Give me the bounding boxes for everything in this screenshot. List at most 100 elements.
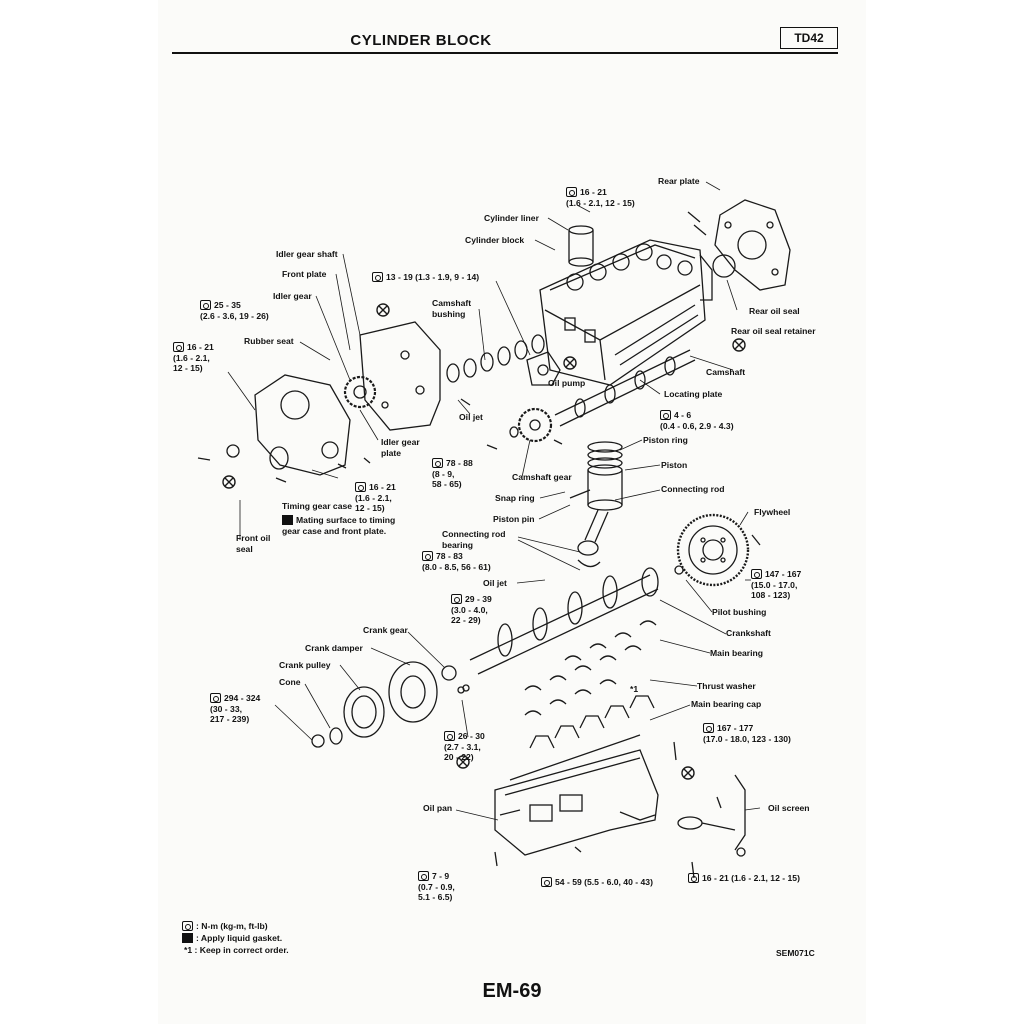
label-torque-drain: 54 - 59 (5.5 - 6.0, 40 - 43) [541, 877, 653, 888]
oil-screen-drawing [677, 774, 746, 857]
idler-gear-drawing [343, 375, 377, 409]
front-plate-drawing [359, 321, 441, 431]
label-torque-gear: 26 - 30 (2.7 - 3.1, 20 - 22) [444, 731, 485, 762]
torque-icon [688, 873, 699, 883]
main-bearing-caps-drawing [509, 695, 655, 781]
label-torque-screen: 16 - 21 (1.6 - 2.1, 12 - 15) [688, 873, 800, 884]
label-torque-conrod: 78 - 83 (8.0 - 8.5, 56 - 61) [422, 551, 491, 572]
do-not-reuse-marks [222, 303, 746, 780]
torque-icon [751, 569, 762, 579]
page-title: CYLINDER BLOCK [350, 32, 492, 49]
torque-icon [566, 187, 577, 197]
connecting-rod-drawing [569, 489, 609, 568]
label-rear-oil-seal: Rear oil seal [749, 306, 800, 316]
label-cylinder-block: Cylinder block [465, 235, 525, 245]
engine-code-badge: TD42 [780, 27, 838, 49]
label-main-bearing-cap: Main bearing cap [691, 699, 762, 709]
camshaft-gear-drawing [509, 407, 553, 443]
torque-icon [703, 723, 714, 733]
label-torque-locating: 4 - 6 (0.4 - 0.6, 2.9 - 4.3) [660, 410, 734, 431]
rear-plate-drawing [699, 199, 791, 301]
torque-icon [200, 300, 211, 310]
label-piston-pin: Piston pin [493, 514, 535, 524]
label-piston-ring: Piston ring [643, 435, 688, 445]
label-torque-idler: 25 - 35 (2.6 - 3.6, 19 - 26) [200, 300, 269, 321]
label-crank-gear: Crank gear [363, 625, 408, 635]
torque-icon [372, 272, 383, 282]
torque-icon [210, 693, 221, 703]
label-connecting-rod: Connecting rod [661, 484, 725, 494]
torque-icon [451, 594, 462, 604]
torque-icon [418, 871, 429, 881]
label-camshaft: Camshaft [706, 367, 746, 377]
main-bearings-drawing [524, 620, 657, 716]
torque-icon [173, 342, 184, 352]
torque-icon [422, 551, 433, 561]
label-torque-front-plate: 13 - 19 (1.3 - 1.9, 9 - 14) [372, 272, 479, 283]
label-pilot-bushing: Pilot bushing [712, 607, 767, 617]
camshaft-bushings-drawing [446, 334, 545, 383]
manual-page [158, 0, 866, 1024]
label-rear-plate: Rear plate [658, 176, 700, 186]
label-torque-rear-plate: 16 - 21 (1.6 - 2.1, 12 - 15) [566, 187, 635, 208]
label-oil-jet-lower: Oil jet [483, 578, 507, 588]
label-mating-surface: Mating surface to timing gear case and f… [282, 515, 396, 536]
label-crank-damper: Crank damper [305, 643, 363, 653]
label-torque-pulley: 294 - 324 (30 - 33, 217 - 239) [210, 693, 261, 724]
label-front-oil-seal: Front oil seal [236, 533, 271, 554]
label-torque-pan: 7 - 9 (0.7 - 0.9, 5.1 - 6.5) [418, 871, 455, 902]
flywheel-drawing [676, 513, 761, 587]
label-torque-oiljet: 29 - 39 (3.0 - 4.0, 22 - 29) [451, 594, 492, 625]
torque-icon [432, 458, 443, 468]
legend-order: *1 : Keep in correct order. [184, 945, 289, 955]
figure-ref-code: SEM071C [776, 948, 815, 958]
legend-torque: : N-m (kg-m, ft-lb) [182, 921, 268, 932]
oil-pan-drawing [494, 749, 659, 856]
label-oil-screen: Oil screen [768, 803, 810, 813]
label-camshaft-bushing: Camshaft bushing [432, 298, 472, 319]
label-idler-gear-plate: Idler gear plate [381, 437, 420, 458]
gasket-icon [182, 933, 193, 943]
label-rear-oil-seal-retainer: Rear oil seal retainer [731, 326, 816, 336]
label-cone: Cone [279, 677, 301, 687]
piston-drawing [587, 441, 623, 511]
label-idler-gear-shaft: Idler gear shaft [276, 249, 338, 259]
label-front-plate: Front plate [282, 269, 327, 279]
label-conrod-bearing: Connecting rod bearing [442, 529, 506, 550]
label-thrust-washer: Thrust washer [697, 681, 756, 691]
label-crank-pulley: Crank pulley [279, 660, 331, 670]
crank-front-drawing [311, 661, 470, 748]
label-oil-jet-upper: Oil jet [459, 412, 483, 422]
camshaft-drawing [554, 349, 696, 427]
page-number: EM-69 [482, 980, 542, 1002]
label-snap-ring: Snap ring [495, 493, 535, 503]
legend-gasket: : Apply liquid gasket. [182, 933, 282, 944]
title-rule [172, 52, 838, 54]
label-cylinder-liner: Cylinder liner [484, 213, 539, 223]
label-torque-left: 16 - 21 (1.6 - 2.1, 12 - 15) [173, 342, 214, 373]
label-torque-timing: 16 - 21 (1.6 - 2.1, 12 - 15) [355, 482, 396, 513]
label-torque-flywheel: 147 - 167 (15.0 - 17.0, 108 - 123) [751, 569, 802, 600]
crankshaft-drawing [469, 565, 684, 675]
label-oil-pump: Oil pump [548, 378, 586, 388]
torque-icon [660, 410, 671, 420]
label-crankshaft: Crankshaft [726, 628, 771, 638]
label-locating-plate: Locating plate [664, 389, 723, 399]
cylinder-block-drawing [539, 239, 706, 386]
label-torque-camgear: 78 - 88 (8 - 9, 58 - 65) [432, 458, 473, 489]
label-rubber-seat: Rubber seat [244, 336, 294, 346]
torque-icon [444, 731, 455, 741]
cylinder-liner-drawing [568, 225, 594, 267]
label-camshaft-gear: Camshaft gear [512, 472, 572, 482]
label-timing-gear-case: Timing gear case [282, 501, 353, 511]
torque-icon [541, 877, 552, 887]
torque-icon [355, 482, 366, 492]
label-star-1: *1 [630, 684, 639, 694]
label-torque-cap: 167 - 177 (17.0 - 18.0, 123 - 130) [703, 723, 791, 744]
label-oil-pan: Oil pan [423, 803, 453, 813]
label-piston: Piston [661, 460, 688, 470]
oil-pump-drawing [526, 351, 561, 386]
label-idler-gear: Idler gear [273, 291, 312, 301]
torque-icon [182, 921, 193, 931]
